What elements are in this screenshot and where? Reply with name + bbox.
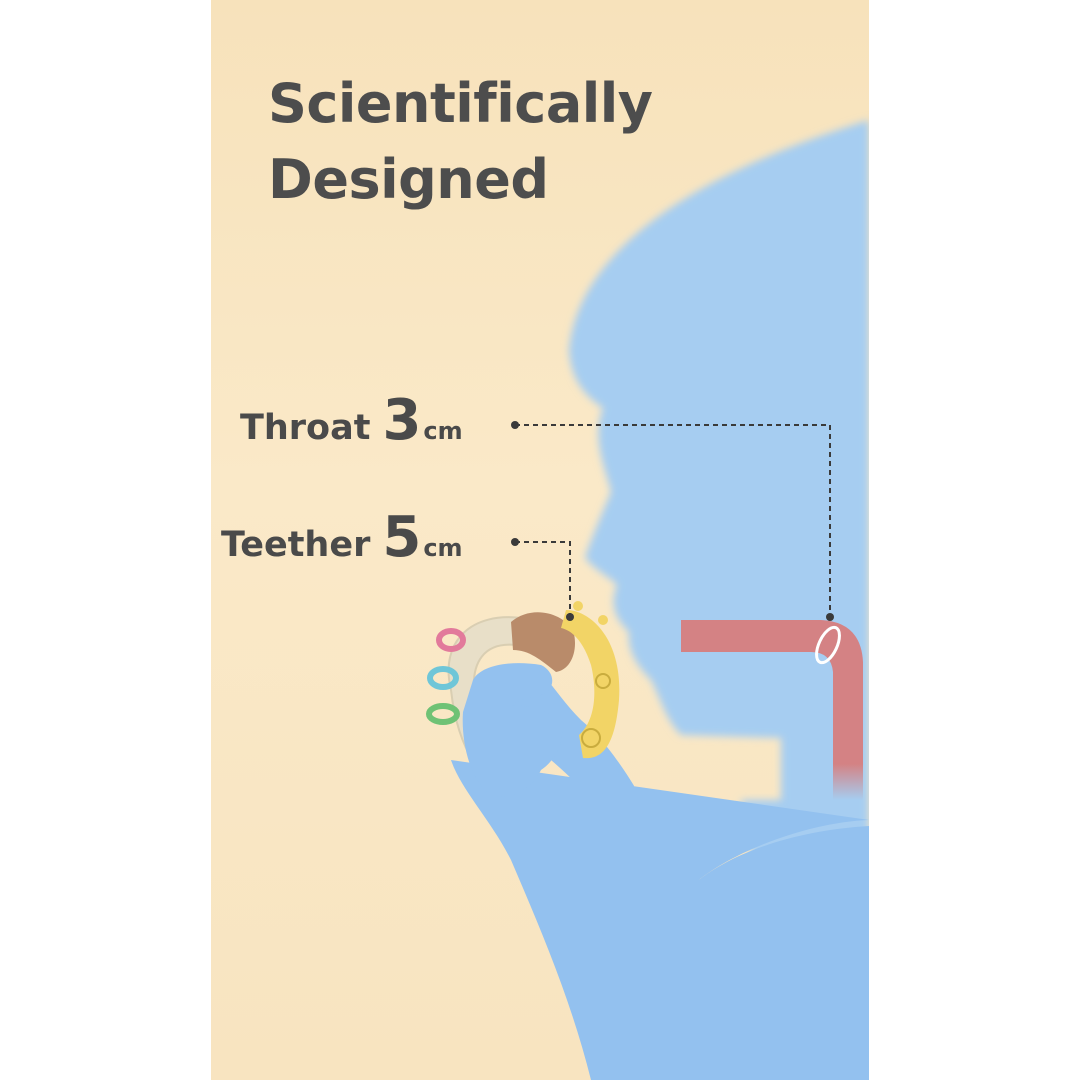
throat-value: 3 bbox=[382, 388, 422, 453]
headline: Scientifically Designed bbox=[268, 66, 653, 218]
teether-leader-line bbox=[511, 538, 574, 621]
throat-marker-ring bbox=[815, 625, 841, 665]
throat-label: Throat bbox=[240, 408, 371, 448]
baby-head-silhouette bbox=[569, 120, 869, 880]
throat-tube bbox=[681, 620, 863, 800]
throat-unit: cm bbox=[423, 417, 463, 445]
headline-line-1: Scientifically bbox=[268, 72, 653, 135]
teether-measurement: Teether 5cm bbox=[221, 505, 463, 570]
teether-unit: cm bbox=[423, 534, 463, 562]
teether-label: Teether bbox=[221, 525, 371, 565]
throat-leader-line bbox=[511, 421, 834, 621]
throat-measurement: Throat 3cm bbox=[240, 388, 463, 453]
headline-line-2: Designed bbox=[268, 148, 549, 211]
teether-value: 5 bbox=[382, 505, 422, 570]
baby-teether-illustration bbox=[426, 120, 869, 1080]
baby-hand-silhouette bbox=[462, 663, 563, 797]
baby-body-silhouette bbox=[451, 668, 869, 1080]
